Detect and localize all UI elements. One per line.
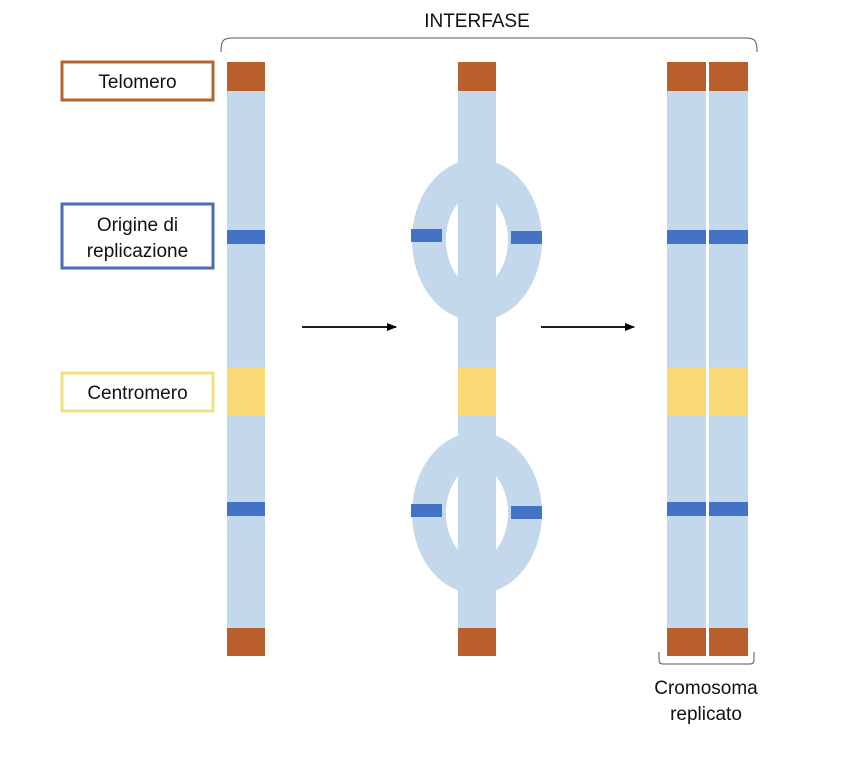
telomere-bottom [458,628,496,656]
origin-band [709,230,748,244]
sister-chromatid-right [709,62,748,656]
replicated-label-line2: replicato [670,704,742,725]
chromosome-unreplicated [227,62,265,656]
telomere-top [667,62,706,91]
legend-origin-label-line2: replicazione [87,241,188,262]
origin-band [511,506,542,519]
centromere [709,367,748,416]
telomere-top [227,62,265,91]
origin-band [709,502,748,516]
origin-band [227,502,265,516]
origin-band [511,231,542,244]
centromere [667,367,706,416]
origin-band [227,230,265,244]
telomere-bottom [709,628,748,656]
chromatin-strand [709,90,748,628]
sister-chromatid-left [667,62,706,656]
interphase-bracket [220,37,758,53]
origin-band [411,229,442,242]
telomere-bottom [227,628,265,656]
legend-telomere-label: Telomero [98,72,176,93]
replicated-label-line1: Cromosoma [654,678,758,699]
chromatin-strand [227,90,265,628]
chromosome-replicated [667,62,748,656]
centromere [227,367,265,416]
interphase-title: INTERFASE [424,11,530,32]
telomere-top [458,62,496,91]
legend-centromere-label: Centromero [87,383,187,404]
origin-band [667,502,706,516]
chromatin-strand [667,90,706,628]
legend-origin-label-line1: Origine di [97,215,178,236]
legend-centromere-box [60,371,215,413]
origin-band [667,230,706,244]
legend: Telomero Origine di replicazione Centrom… [60,60,215,413]
replicated-bracket [658,652,755,665]
centromere [458,367,496,416]
telomere-top [709,62,748,91]
origin-band [411,504,442,517]
legend-telomere-box [60,60,215,102]
telomere-bottom [667,628,706,656]
chromosome-replicating [411,62,542,656]
legend-origin-box [60,202,215,270]
